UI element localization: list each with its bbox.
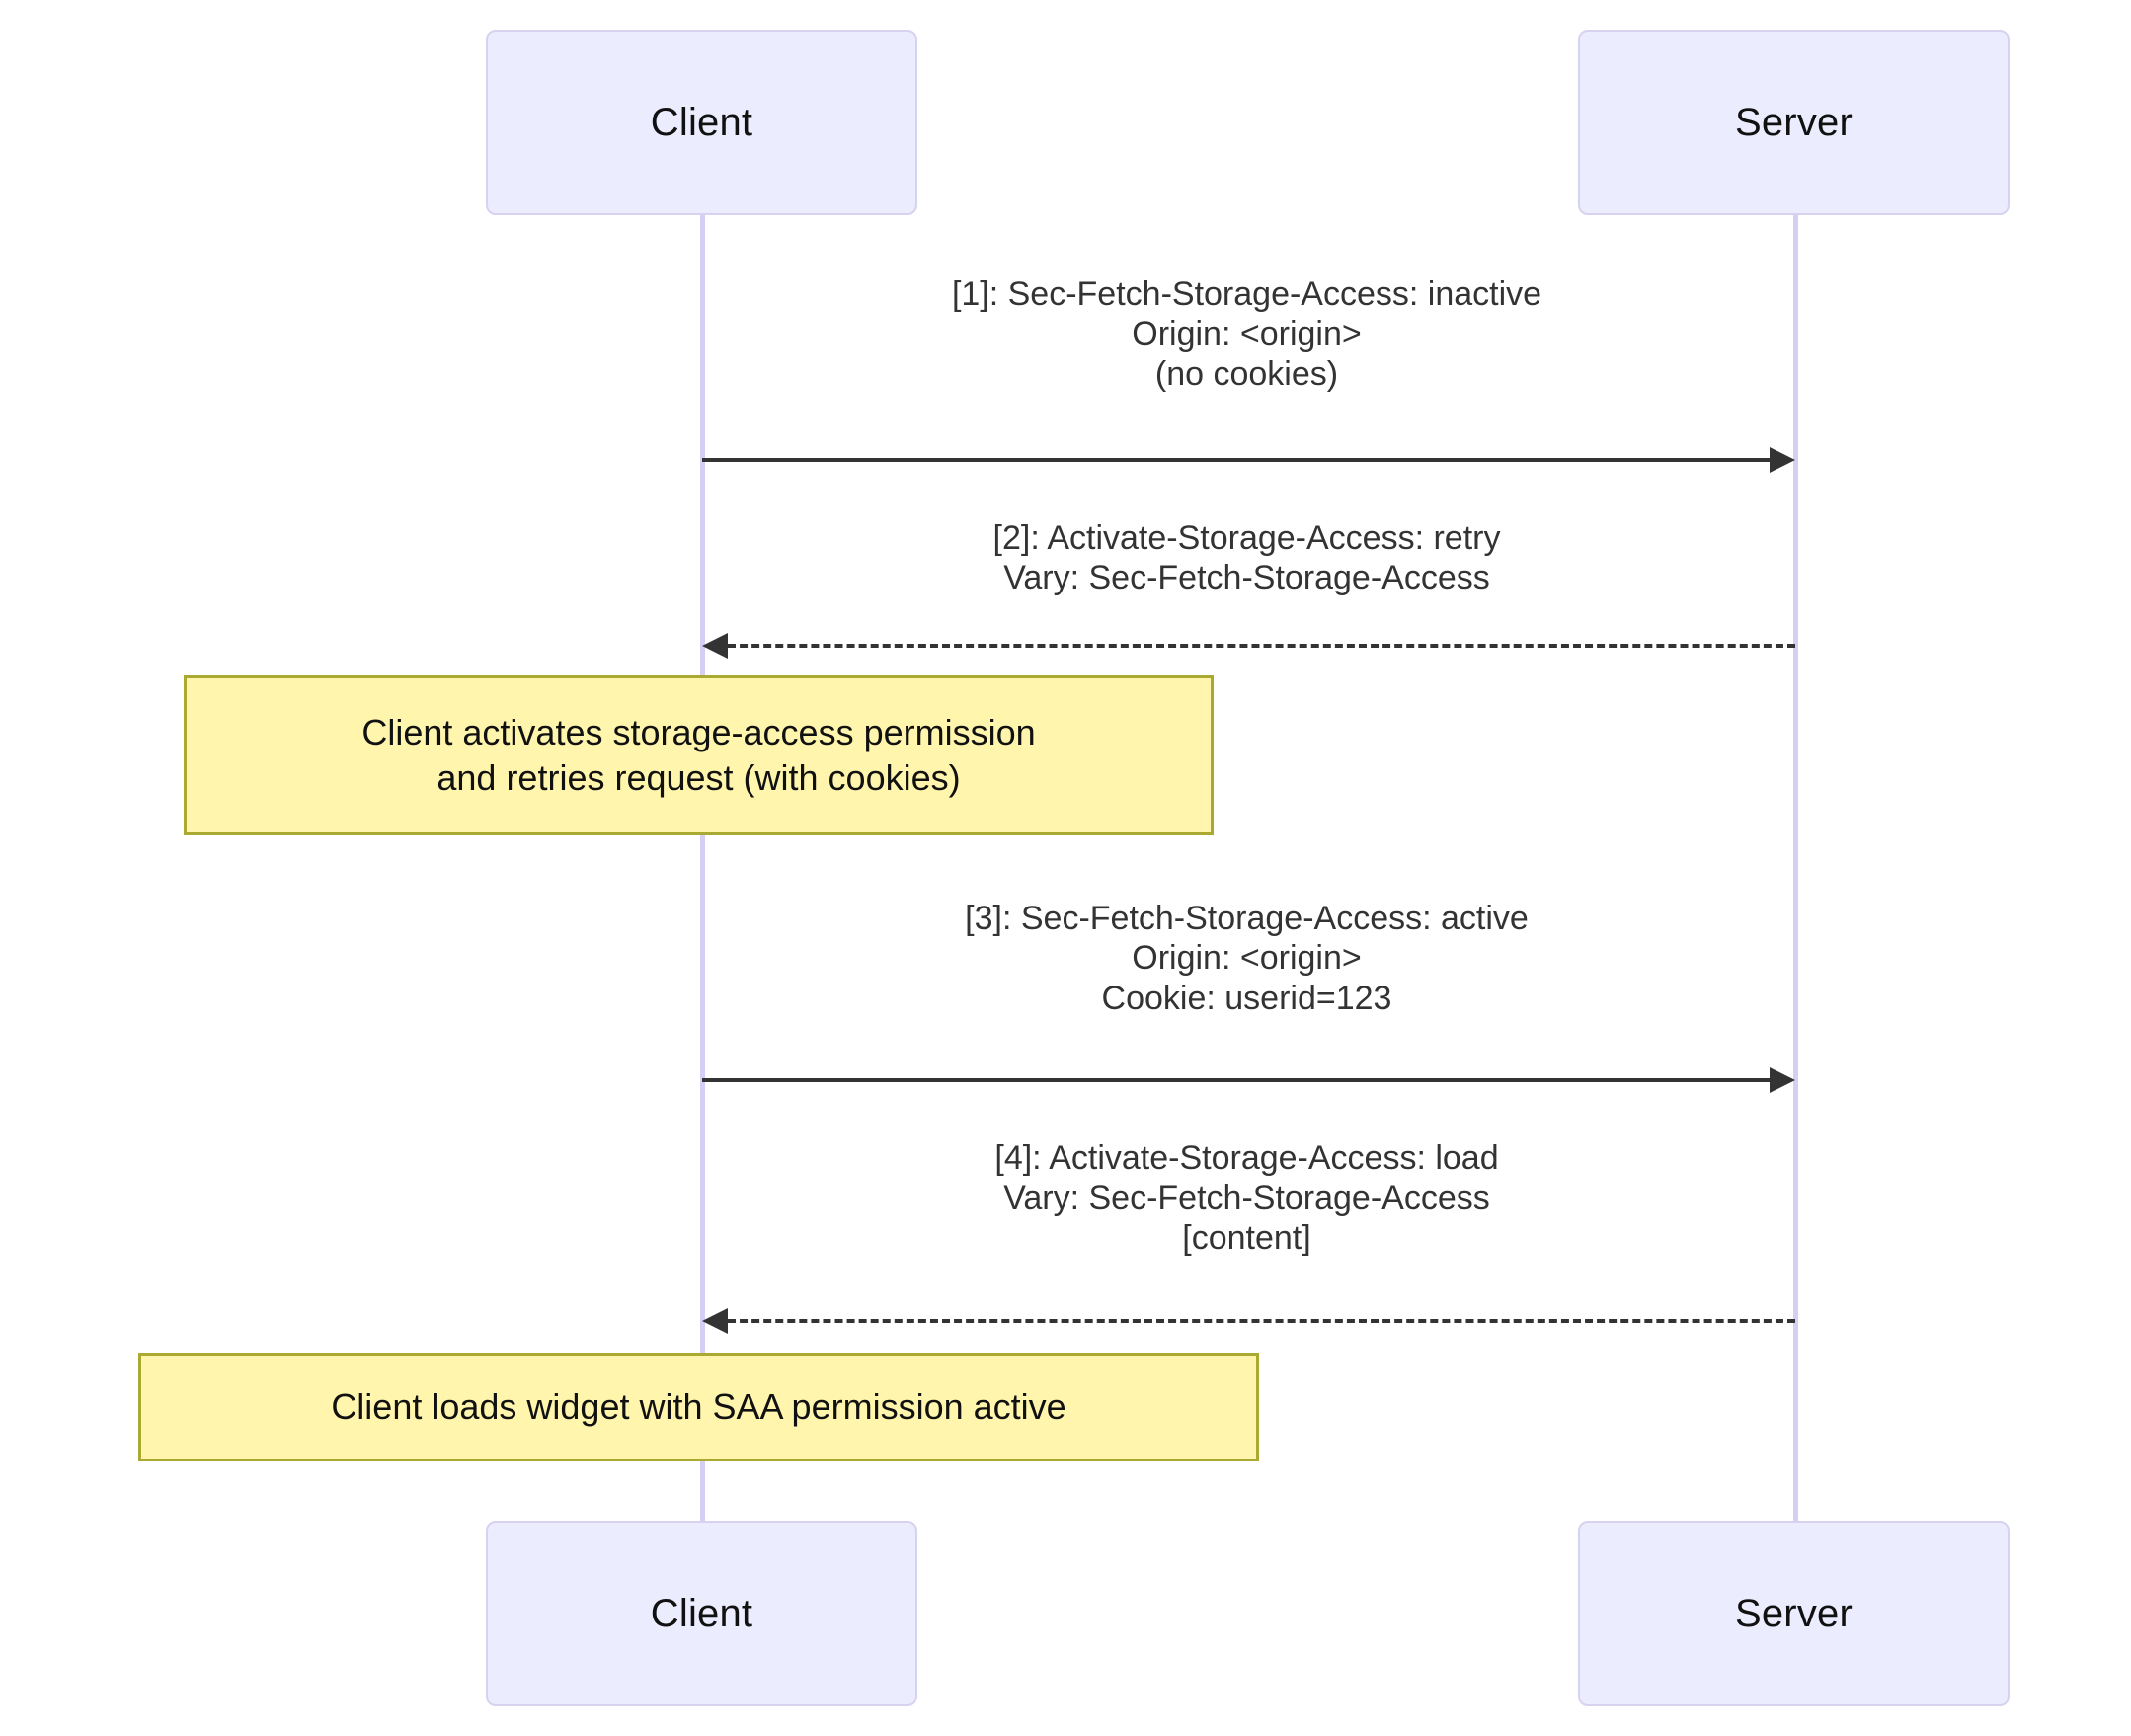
message-3-label: [3]: Sec-Fetch-Storage-Access: active Or… xyxy=(965,900,1529,1017)
participant-server-top[interactable]: Server xyxy=(1578,30,2010,215)
note-client-loads-text: Client loads widget with SAA permission … xyxy=(331,1385,1066,1427)
message-2-line xyxy=(728,644,1795,648)
note-client-activates-text: Client activates storage-access permissi… xyxy=(361,711,1036,798)
participant-server-bottom-label: Server xyxy=(1734,1591,1853,1635)
participant-client-top[interactable]: Client xyxy=(486,30,917,215)
participant-server-bottom[interactable]: Server xyxy=(1578,1521,2010,1706)
participant-server-top-label: Server xyxy=(1734,100,1853,144)
message-1-label: [1]: Sec-Fetch-Storage-Access: inactive … xyxy=(951,276,1542,393)
message-4-label: [4]: Activate-Storage-Access: load Vary:… xyxy=(994,1140,1499,1257)
note-client-activates: Client activates storage-access permissi… xyxy=(184,675,1214,835)
message-2-label: [2]: Activate-Storage-Access: retry Vary… xyxy=(992,519,1501,597)
message-4-arrowhead-icon xyxy=(702,1308,728,1334)
message-3-arrowhead-icon xyxy=(1770,1067,1795,1093)
lifeline-client xyxy=(700,215,705,1521)
message-1-arrowhead-icon xyxy=(1770,447,1795,473)
participant-client-top-label: Client xyxy=(650,100,753,144)
message-4-line xyxy=(728,1319,1795,1323)
message-2-arrowhead-icon xyxy=(702,633,728,659)
lifeline-server xyxy=(1793,215,1798,1521)
message-1-line xyxy=(702,458,1776,462)
participant-client-bottom-label: Client xyxy=(650,1591,753,1635)
note-client-loads: Client loads widget with SAA permission … xyxy=(138,1353,1259,1461)
message-3-line xyxy=(702,1078,1776,1082)
participant-client-bottom[interactable]: Client xyxy=(486,1521,917,1706)
